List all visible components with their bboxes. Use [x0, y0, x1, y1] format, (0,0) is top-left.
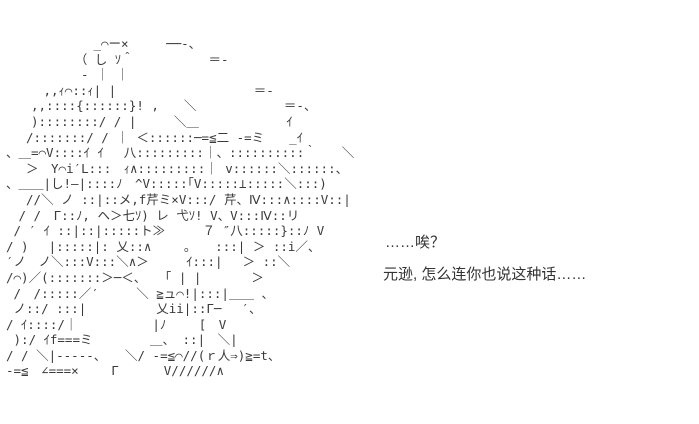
dialogue-line-1: ……唉？: [385, 234, 446, 251]
ascii-art-portrait: _⌒ー× ──-、 （ し ｿ＾ ＝- - ｜ ｜ ,,ｨ⌒::ｨ| | ＝- …: [6, 36, 355, 379]
dialogue-line-2: 元逊, 怎么连你也说这种话……: [383, 266, 587, 283]
